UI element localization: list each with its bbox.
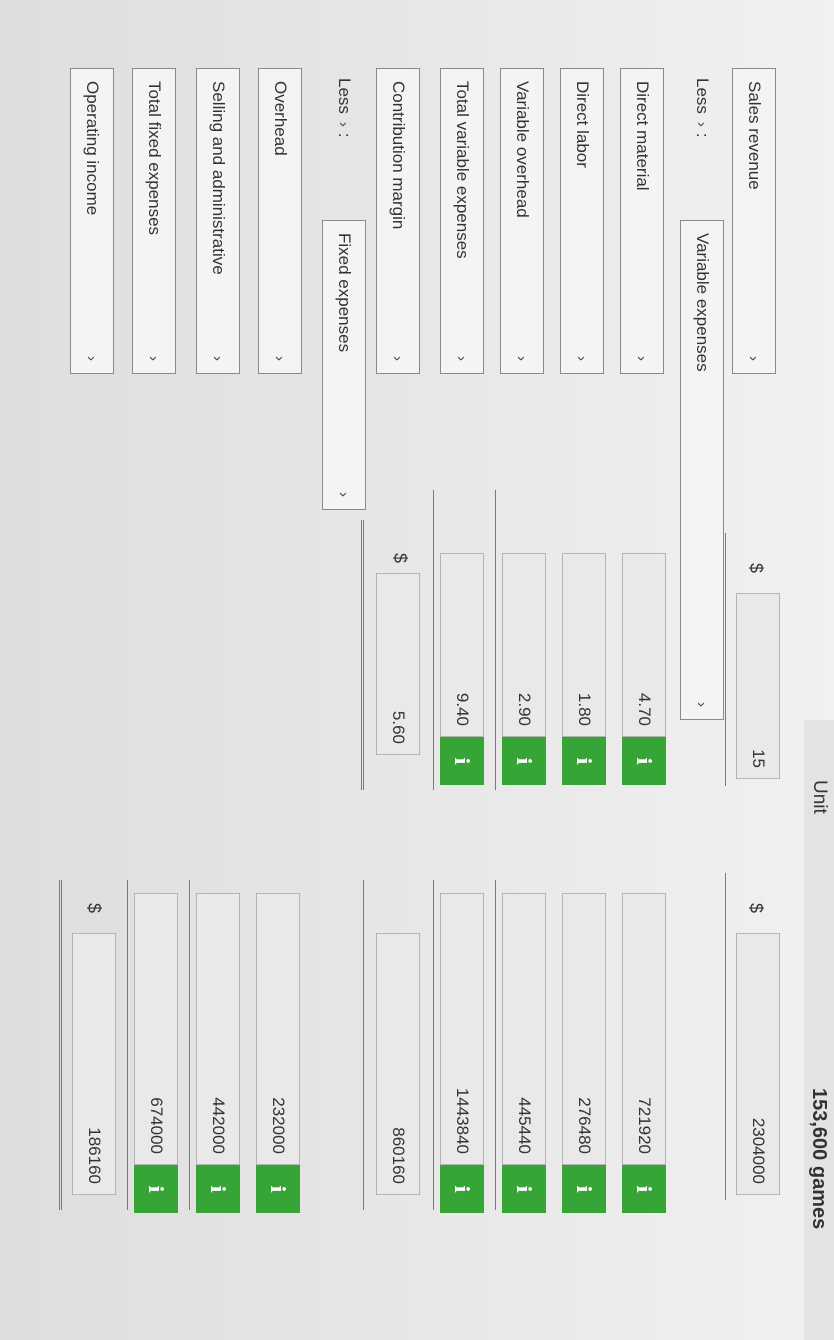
sales-revenue-label: Sales revenue — [745, 81, 764, 190]
contribution-total-input[interactable]: 860160 — [376, 933, 420, 1195]
selling-admin-label: Selling and administrative — [209, 81, 228, 275]
info-icon[interactable]: i — [622, 1165, 666, 1213]
chevron-down-icon: › — [335, 492, 353, 497]
chevron-down-icon: › — [693, 702, 711, 707]
fixed-expenses-label: Fixed expenses — [335, 233, 354, 353]
variable-overhead-total-input[interactable]: 445440 — [502, 893, 546, 1165]
overhead-total-input[interactable]: 232000 — [256, 893, 300, 1165]
chevron-down-icon: › — [145, 356, 163, 361]
underline — [127, 880, 128, 1210]
info-icon[interactable]: i — [562, 737, 606, 785]
chevron-down-icon: › — [513, 356, 531, 361]
colon-label: : — [693, 132, 712, 138]
chevron-down-icon: › — [633, 356, 651, 361]
less-label: Less — [693, 78, 712, 114]
operating-income-select[interactable]: Operating income › — [70, 68, 114, 374]
selling-admin-total-input[interactable]: 442000 — [196, 893, 240, 1165]
variable-overhead-select[interactable]: Variable overhead › — [500, 68, 544, 374]
direct-labor-total-input[interactable]: 276480 — [562, 893, 606, 1165]
info-icon[interactable]: i — [134, 1165, 178, 1213]
chevron-down-icon: › — [83, 356, 101, 361]
sales-total-dollar: $ — [746, 903, 766, 914]
colon-label: : — [335, 132, 354, 138]
contribution-unit-dollar: $ — [390, 553, 410, 564]
variable-expenses-select[interactable]: Variable expenses › — [680, 220, 724, 720]
total-column-header: 153,600 games — [808, 1088, 830, 1230]
chevron-down-icon: › — [389, 356, 407, 361]
direct-material-unit-input[interactable]: 4.70 — [622, 553, 666, 737]
less-label: Less — [335, 78, 354, 114]
chevron-down-icon: › — [209, 356, 227, 361]
sales-total-input[interactable]: 2304000 — [736, 933, 780, 1195]
total-fixed-total-input[interactable]: 674000 — [134, 893, 178, 1165]
info-icon[interactable]: i — [196, 1165, 240, 1213]
chevron-down-icon: › — [453, 356, 471, 361]
underline — [495, 490, 496, 790]
less-fixed-select[interactable]: Less › : — [322, 78, 366, 138]
direct-material-label: Direct material — [633, 81, 652, 191]
underline — [189, 880, 190, 1210]
less-variable-select[interactable]: Less › : — [680, 78, 724, 138]
direct-labor-label: Direct labor — [573, 81, 592, 168]
total-variable-unit-input[interactable]: 9.40 — [440, 553, 484, 737]
underline — [433, 880, 434, 1210]
variable-overhead-unit-input[interactable]: 2.90 — [502, 553, 546, 737]
info-icon[interactable]: i — [440, 1165, 484, 1213]
double-underline — [361, 520, 364, 790]
total-fixed-expenses-select[interactable]: Total fixed expenses › — [132, 68, 176, 374]
selling-admin-select[interactable]: Selling and administrative › — [196, 68, 240, 374]
overhead-label: Overhead — [271, 81, 290, 156]
operating-income-total-input[interactable]: 186160 — [72, 933, 116, 1195]
underline — [433, 490, 434, 790]
operating-income-dollar: $ — [84, 903, 104, 914]
total-variable-total-input[interactable]: 1443840 — [440, 893, 484, 1165]
underline — [363, 880, 364, 1210]
chevron-down-icon: › — [335, 121, 353, 127]
underline — [725, 533, 726, 786]
contribution-unit-input[interactable]: 5.60 — [376, 573, 420, 755]
chevron-down-icon: › — [693, 121, 711, 127]
chevron-down-icon: › — [573, 356, 591, 361]
info-icon[interactable]: i — [502, 737, 546, 785]
fixed-expenses-select[interactable]: Fixed expenses › — [322, 220, 366, 510]
total-variable-expenses-label: Total variable expenses — [453, 81, 472, 259]
contribution-margin-select[interactable]: Contribution margin › — [376, 68, 420, 374]
underline — [725, 873, 726, 1200]
sales-revenue-select[interactable]: Sales revenue › — [732, 68, 776, 374]
underline — [495, 880, 496, 1210]
overhead-select[interactable]: Overhead › — [258, 68, 302, 374]
direct-material-total-input[interactable]: 721920 — [622, 893, 666, 1165]
chevron-down-icon: › — [745, 356, 763, 361]
variable-overhead-label: Variable overhead — [513, 81, 532, 218]
unit-column-header: Unit — [809, 780, 830, 814]
sales-unit-dollar: $ — [746, 563, 766, 574]
direct-material-select[interactable]: Direct material › — [620, 68, 664, 374]
total-variable-expenses-select[interactable]: Total variable expenses › — [440, 68, 484, 374]
variable-expenses-label: Variable expenses — [693, 233, 712, 372]
total-fixed-expenses-label: Total fixed expenses — [145, 81, 164, 236]
sales-unit-input[interactable]: 15 — [736, 593, 780, 779]
info-icon[interactable]: i — [562, 1165, 606, 1213]
direct-labor-unit-input[interactable]: 1.80 — [562, 553, 606, 737]
contribution-margin-label: Contribution margin — [389, 81, 408, 230]
info-icon[interactable]: i — [440, 737, 484, 785]
chevron-down-icon: › — [271, 356, 289, 361]
operating-income-label: Operating income — [83, 81, 102, 216]
info-icon[interactable]: i — [502, 1165, 546, 1213]
direct-labor-select[interactable]: Direct labor › — [560, 68, 604, 374]
info-icon[interactable]: i — [256, 1165, 300, 1213]
double-underline — [59, 880, 62, 1210]
info-icon[interactable]: i — [622, 737, 666, 785]
